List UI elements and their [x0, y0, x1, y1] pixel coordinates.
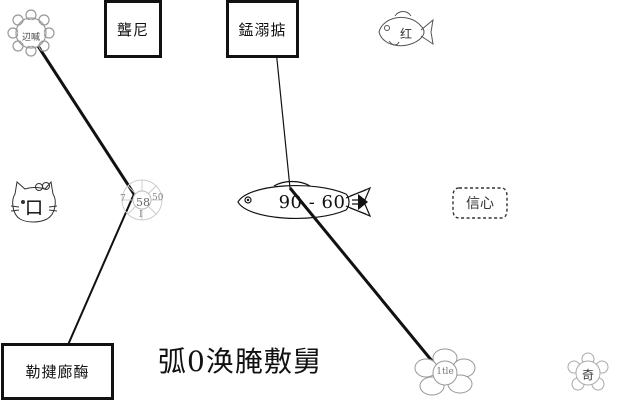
wheel-center-value: 58: [136, 196, 150, 209]
gear-label: 辺喊: [21, 32, 40, 43]
fish-icon[interactable]: 90 - 60: [234, 180, 376, 224]
node-box[interactable]: 錳溺掂: [226, 0, 299, 58]
flower-label: 奇: [581, 367, 594, 382]
flower-label: 1tle: [436, 367, 454, 377]
node-box[interactable]: 聾尼: [104, 0, 162, 58]
wheel-left-value: 7: [120, 194, 126, 204]
node-box-label: 錳溺掂: [238, 20, 287, 39]
flower-icon[interactable]: 奇: [566, 352, 610, 394]
fish-label: 90 - 60: [278, 191, 346, 213]
caption-text: 弧0涣腌敷舅: [158, 345, 322, 378]
badge-label: 信心: [466, 196, 494, 212]
connector-line: [36, 45, 136, 195]
gear-icon[interactable]: 辺喊: [6, 8, 56, 58]
cat-label: 口: [25, 198, 43, 219]
wheel-bottom-value: I: [139, 210, 143, 220]
wheel-icon[interactable]: 58 7 50 I: [116, 177, 168, 223]
node-box-label: 勒揵廊酶: [25, 363, 90, 381]
cat-icon[interactable]: 口: [9, 180, 59, 224]
fish-icon[interactable]: 红: [375, 8, 437, 54]
badge-icon[interactable]: 信心: [449, 182, 511, 224]
node-box-label: 聾尼: [116, 20, 149, 39]
fish-label: 红: [399, 26, 412, 41]
flower-icon[interactable]: 1tle: [414, 346, 476, 398]
node-box[interactable]: 勒揵廊酶: [1, 343, 114, 400]
wheel-right-value: 50: [152, 193, 164, 203]
